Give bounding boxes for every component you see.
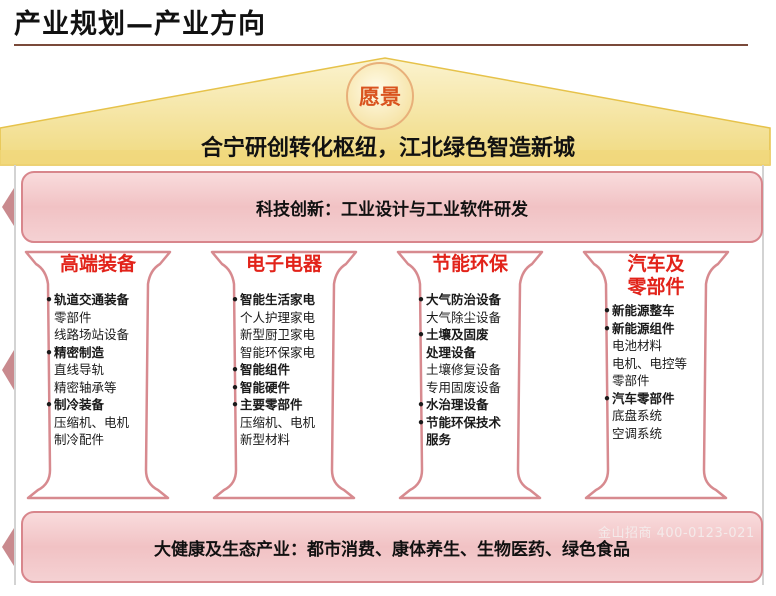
pillar-item-detail: 压缩机、电机 (54, 414, 130, 430)
pillar-item-detail: 个人护理家电 (240, 309, 316, 325)
pillar-item-detail: 零部件 (54, 309, 92, 325)
pillar-item-detail: 大气除尘设备 (426, 309, 502, 325)
top-band-shape (21, 171, 763, 243)
title-divider (14, 44, 748, 46)
pillar-item-detail: 压缩机、电机 (240, 414, 316, 430)
pillar-1-shape (24, 250, 172, 500)
pillar-item-heading: 精密制造 (45, 344, 174, 362)
pillar-item-detail: 精密轴承等 (54, 379, 117, 395)
pillar-item-heading: 大气防治设备 (417, 291, 546, 309)
pillar-item-heading: 新能源整车 (603, 302, 732, 320)
pillar-item-detail: 专用固废设备 (426, 379, 502, 395)
pillar-title-line: 汽车及 (627, 253, 685, 275)
pillar-item-detail: 智能环保家电 (240, 344, 316, 360)
pillar-item-detail: 零部件 (612, 373, 650, 388)
pillar-item-detail: 电机、电控等 (612, 355, 688, 371)
pillar-item-heading: 主要零部件 (231, 396, 360, 414)
roof-eave (0, 150, 770, 165)
pillar-item-heading: 新能源组件 (603, 320, 732, 338)
pillar-item-detail: 新型材料 (240, 432, 291, 447)
pillar-item-heading: 服务 (426, 432, 452, 447)
side-arrow-middle (2, 350, 14, 390)
pillar-item-heading: 轨道交通装备 (45, 291, 174, 309)
pillar-item-heading: 汽车零部件 (603, 390, 732, 408)
page-title: 产业规划—产业方向 (14, 9, 266, 40)
pillar-item-detail: 土壤修复设备 (426, 362, 502, 377)
pillar-title-line: 高端装备 (59, 253, 136, 275)
vision-statement: 合宁研创转化枢纽，江北绿色智造新城 (200, 136, 575, 161)
pillar-item-detail: 制冷配件 (54, 432, 105, 447)
pillar-item-detail: 电池材料 (612, 338, 663, 353)
pillar-3-items: 大气防治设备大气除尘设备土壤及固废处理设备土壤修复设备专用固废设备水治理设备节能… (417, 291, 546, 449)
bottom-band-shape (21, 511, 763, 583)
pillar-3-shape (396, 250, 544, 500)
pillar-item-detail: 直线导轨 (54, 362, 105, 377)
pillar-3-title: 节能环保 (398, 253, 542, 276)
pillar-title-line: 节能环保 (431, 253, 508, 275)
vision-label: 愿景 (359, 85, 401, 109)
tech-innovation-band: 科技创新：工业设计与工业软件研发 (256, 199, 528, 220)
pillar-item-heading: 智能生活家电 (231, 291, 360, 309)
pillar-item-heading: 智能组件 (231, 361, 360, 379)
frame-right-line (762, 165, 764, 585)
pillar-2-title: 电子电器 (212, 253, 356, 276)
side-arrow-bottom (2, 528, 14, 566)
pillar-item-detail: 线路场站设备 (54, 327, 130, 342)
health-ecology-band: 大健康及生态产业：都市消费、康体养生、生物医药、绿色食品 (154, 539, 630, 560)
side-arrow-top (2, 188, 14, 226)
pillar-item-detail: 空调系统 (612, 425, 663, 441)
pillar-item-heading: 水治理设备 (417, 396, 546, 414)
pillar-4-title: 汽车及零部件 (584, 253, 728, 299)
watermark: 金山招商 400-0123-021 (598, 526, 755, 541)
pillar-4-items: 新能源整车新能源组件电池材料电机、电控等零部件汽车零部件底盘系统空调系统 (603, 302, 732, 442)
pillar-1-title: 高端装备 (26, 253, 170, 276)
vision-circle (346, 62, 414, 130)
pillar-item-detail: 新型厨卫家电 (240, 327, 316, 342)
pillar-title-line: 零部件 (627, 276, 685, 298)
pillar-item-heading: 处理设备 (426, 344, 477, 360)
pillar-title-line: 电子电器 (245, 253, 322, 275)
pillar-item-heading: 制冷装备 (45, 396, 174, 414)
pillar-item-heading: 智能硬件 (231, 379, 360, 397)
frame-left-line (14, 165, 16, 585)
pillar-2-items: 智能生活家电个人护理家电新型厨卫家电智能环保家电智能组件智能硬件主要零部件压缩机… (231, 291, 360, 449)
pillar-1-items: 轨道交通装备零部件线路场站设备精密制造直线导轨精密轴承等制冷装备压缩机、电机制冷… (45, 291, 174, 449)
pillar-item-heading: 节能环保技术 (417, 414, 546, 432)
pillar-item-detail: 底盘系统 (612, 408, 663, 423)
pillar-item-heading: 土壤及固废 (417, 326, 546, 344)
